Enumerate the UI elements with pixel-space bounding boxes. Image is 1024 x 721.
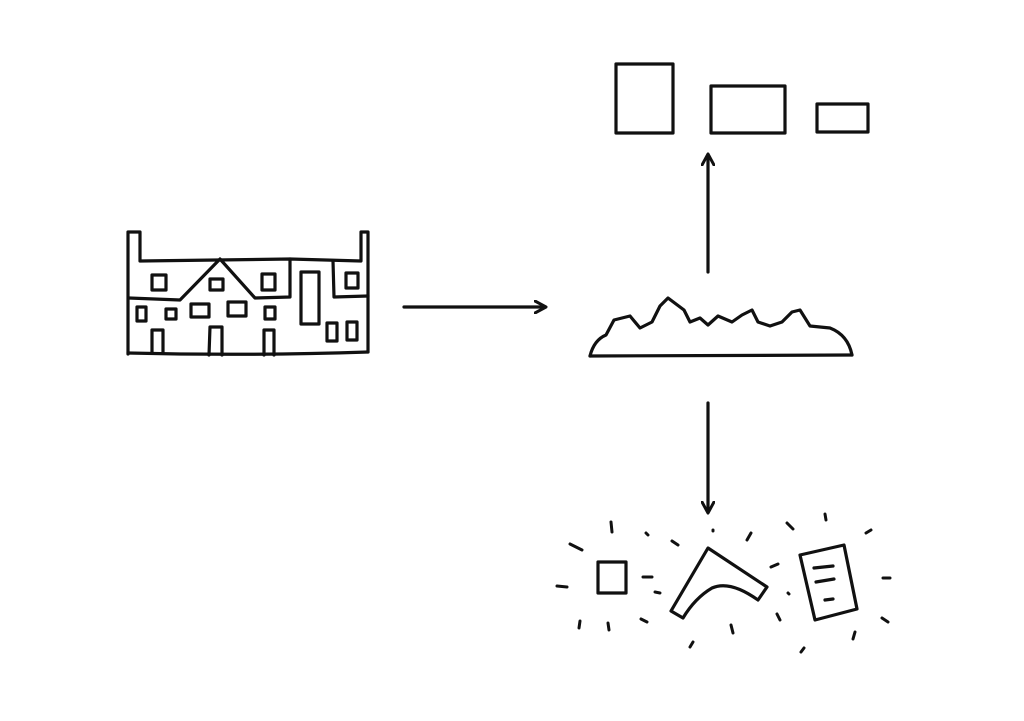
- terrain-sketch-icon: [588, 296, 854, 358]
- scattered-fragments-sketch-icon: [555, 512, 892, 654]
- building-sketch-icon: [126, 230, 370, 357]
- rectangles-sketch-icon: [614, 62, 870, 135]
